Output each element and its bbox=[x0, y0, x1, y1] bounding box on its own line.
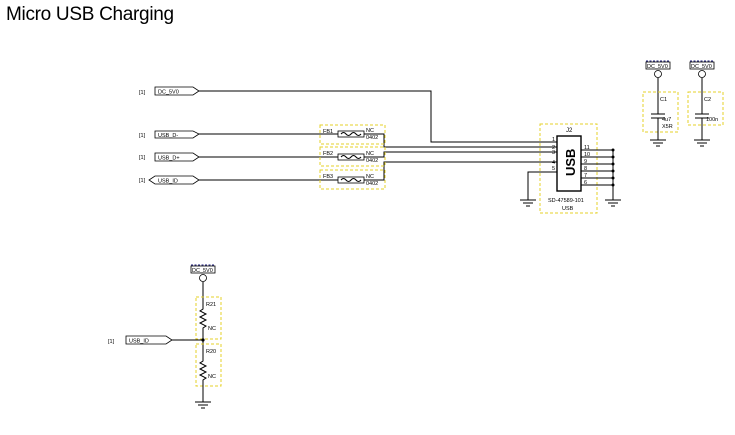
net-dminus-wire-right bbox=[364, 133, 555, 148]
port-usb-dminus[interactable]: [1] USB_D- bbox=[139, 130, 200, 139]
capacitor-c1-value: 4u7 bbox=[662, 117, 671, 123]
ferrite-fb1-coil bbox=[340, 132, 362, 136]
connector-j2-pin-6: 6 bbox=[584, 180, 587, 186]
ferrite-fb2-coil bbox=[340, 155, 362, 159]
connector-j2-pin-5: 5 bbox=[552, 166, 555, 172]
power-flag-c1-box bbox=[645, 61, 671, 70]
resistor-r20-zigzag bbox=[198, 358, 208, 384]
j2-shield-net bbox=[581, 148, 615, 200]
ferrite-fb2-box bbox=[319, 146, 386, 167]
ground-symbol-j2-right bbox=[605, 199, 621, 207]
ferrite-fb1-ref: FB1 bbox=[323, 129, 333, 135]
connector-j2-ref: J2 bbox=[566, 128, 573, 134]
capacitor-c1-ref: C1 bbox=[660, 97, 667, 103]
port-divider-usb-id[interactable]: [1] USB_ID bbox=[108, 335, 173, 345]
port-usb-dplus-label: USB_D+ bbox=[158, 156, 180, 162]
ferrite-fb3-value: NC bbox=[366, 174, 374, 180]
port-dc5v0-ref: [1] bbox=[139, 90, 146, 96]
connector-j2-pin-3: 3 bbox=[552, 150, 555, 156]
power-flag-divider: DC_5V0 bbox=[190, 264, 216, 282]
port-dc5v0-flag bbox=[154, 86, 200, 96]
capacitor-c1-box bbox=[642, 91, 679, 133]
port-usb-dplus-flag bbox=[154, 152, 200, 162]
power-flag-c2-box bbox=[689, 61, 715, 70]
resistor-r21-zigzag bbox=[198, 305, 208, 332]
resistor-r21-value: NC bbox=[208, 326, 216, 332]
ground-symbol-divider bbox=[195, 401, 211, 409]
connector-j2-pin-1: 1 bbox=[552, 137, 555, 143]
ferrite-fb1-package: 0402 bbox=[366, 135, 378, 141]
ground-symbol-j2-left bbox=[520, 199, 536, 207]
port-usb-dminus-label: USB_D- bbox=[158, 133, 178, 139]
capacitor-c2-value: 100n bbox=[706, 117, 718, 123]
net-vbus-wire bbox=[199, 90, 555, 143]
ferrite-fb3-ref: FB3 bbox=[323, 174, 333, 180]
port-dc5v0[interactable]: [1] DC_5V0 bbox=[139, 86, 200, 96]
ferrite-fb2-value: NC bbox=[366, 151, 374, 157]
connector-j2-pin-11: 11 bbox=[584, 145, 590, 151]
connector-j2-pin-10: 10 bbox=[584, 152, 590, 158]
ferrite-fb3-package: 0402 bbox=[366, 181, 378, 187]
ferrite-fb3[interactable]: FB3 NC 0402 bbox=[319, 169, 386, 190]
ferrite-fb1-value: NC bbox=[366, 128, 374, 134]
port-usb-id-label: USB_ID bbox=[158, 179, 178, 185]
port-divider-usb-id-label: USB_ID bbox=[129, 339, 149, 345]
page-title: Micro USB Charging bbox=[6, 4, 174, 25]
net-id-wire-right bbox=[364, 161, 555, 181]
capacitor-c1[interactable]: C1 4u7 X5R bbox=[642, 91, 679, 133]
ferrite-fb2[interactable]: FB2 NC 0402 bbox=[319, 146, 386, 167]
capacitor-c2[interactable]: C2 100n bbox=[687, 91, 724, 126]
port-divider-usb-id-flag bbox=[125, 335, 173, 345]
power-flag-divider-label: DC_5V0 bbox=[192, 268, 213, 274]
ground-symbol-c2 bbox=[694, 139, 710, 147]
connector-j2[interactable]: J2 USB 1 2 3 4 5 11 10 9 8 7 6 SD-47589-… bbox=[539, 123, 598, 214]
connector-j2-pin-7: 7 bbox=[584, 173, 587, 179]
resistor-r20[interactable]: R20 NC bbox=[195, 343, 222, 387]
port-usb-dplus[interactable]: [1] USB_D+ bbox=[139, 152, 200, 162]
power-flag-c2: DC_5V0 bbox=[689, 60, 715, 78]
port-usb-dminus-flag bbox=[154, 130, 200, 139]
capacitor-c1-dielectric: X5R bbox=[662, 124, 673, 130]
capacitor-c2-box bbox=[687, 91, 724, 126]
j2-pin5-ground-wire bbox=[527, 171, 557, 200]
ferrite-fb2-package: 0402 bbox=[366, 158, 378, 164]
port-usb-id-flag bbox=[148, 175, 200, 185]
resistor-r20-value: NC bbox=[208, 374, 216, 380]
power-flag-c2-label: DC_5V0 bbox=[691, 64, 712, 70]
ferrite-fb1-box bbox=[319, 124, 386, 145]
connector-j2-pin-8: 8 bbox=[584, 166, 587, 172]
port-dc5v0-label: DC_5V0 bbox=[158, 90, 179, 96]
power-flag-c1-label: DC_5V0 bbox=[647, 64, 668, 70]
resistor-r21-box bbox=[195, 296, 222, 340]
ferrite-fb3-box bbox=[319, 169, 386, 190]
connector-j2-part: SD-47589-101 bbox=[548, 198, 584, 204]
port-usb-dplus-ref: [1] bbox=[139, 155, 146, 161]
power-flag-divider-box bbox=[190, 265, 216, 274]
connector-j2-pin-9: 9 bbox=[584, 159, 587, 165]
port-divider-usb-id-ref: [1] bbox=[108, 339, 115, 345]
connector-j2-sub: USB bbox=[562, 206, 574, 212]
ferrite-fb2-ref: FB2 bbox=[323, 151, 333, 157]
connector-j2-pin-4: 4 bbox=[552, 160, 555, 166]
ferrite-fb1[interactable]: FB1 NC 0402 bbox=[319, 124, 386, 145]
port-usb-id-ref: [1] bbox=[139, 178, 146, 184]
connector-j2-pin-2: 2 bbox=[552, 145, 555, 151]
power-flag-c1: DC_5V0 bbox=[645, 60, 671, 78]
ferrite-fb3-coil bbox=[340, 178, 362, 182]
capacitor-c2-ref: C2 bbox=[704, 97, 711, 103]
connector-j2-label: USB bbox=[563, 149, 578, 176]
net-dplus-wire-right bbox=[364, 151, 555, 158]
resistor-r20-ref: R20 bbox=[206, 349, 216, 355]
connector-j2-box bbox=[539, 123, 598, 214]
port-usb-id[interactable]: [1] USB_ID bbox=[139, 175, 200, 185]
resistor-r20-box bbox=[195, 343, 222, 387]
ground-symbol-c1 bbox=[650, 139, 666, 147]
resistor-r21[interactable]: R21 NC bbox=[195, 296, 222, 340]
resistor-r21-ref: R21 bbox=[206, 302, 216, 308]
port-usb-dminus-ref: [1] bbox=[139, 133, 146, 139]
